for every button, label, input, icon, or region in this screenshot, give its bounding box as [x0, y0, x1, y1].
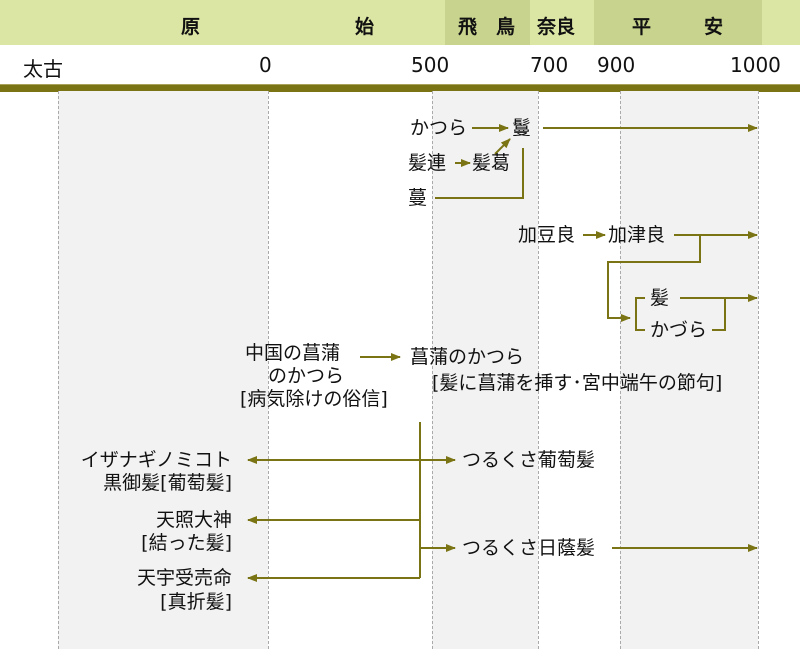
node-amaterasu-2: [結った髪]	[141, 532, 232, 554]
era-label: 飛 鳥	[458, 16, 516, 38]
era-band-nara	[530, 0, 594, 45]
node-hikage: つるくさ日蔭髪	[462, 537, 596, 559]
node-china-2: のかつら	[268, 365, 345, 387]
node-budou: つるくさ葡萄髪	[462, 449, 596, 471]
node-kazura-katsura: 髪葛	[472, 152, 511, 174]
node-tsuru: 蔓	[408, 187, 428, 209]
era-band-heian	[594, 0, 762, 45]
node-izanagi-2: 黒御髪[葡萄髪]	[103, 472, 232, 494]
era-label: 奈良	[537, 16, 576, 38]
node-kazura-c: かづら	[650, 319, 708, 341]
era-band-asuka	[445, 0, 530, 45]
column-shade	[432, 91, 538, 649]
node-shobu-1: 菖蒲のかつら	[410, 346, 525, 368]
node-uzume-1: 天宇受売命	[136, 567, 232, 589]
year-label: 900	[597, 53, 636, 77]
year-label: 太古	[23, 57, 63, 81]
era-label: 始	[355, 16, 375, 38]
node-shobu-2: [髪に菖蒲を挿す･宮中端午の節句]	[432, 372, 723, 394]
node-kami: 髪	[650, 287, 670, 309]
year-label: 0	[259, 53, 272, 77]
gridline	[58, 91, 59, 649]
node-izanagi-1: イザナギノミコト	[80, 449, 232, 471]
node-china-3: [病気除けの俗信]	[240, 388, 388, 410]
era-label: 平	[632, 16, 652, 38]
timeline-bar	[0, 84, 800, 92]
gridline	[758, 91, 759, 649]
node-china-1: 中国の菖蒲	[245, 342, 341, 364]
gridline	[432, 91, 433, 649]
gridline	[620, 91, 621, 649]
year-label: 500	[411, 53, 450, 77]
node-kazura: 鬘	[512, 117, 532, 139]
era-label: 原	[181, 16, 201, 38]
year-label: 700	[530, 53, 569, 77]
node-kazura-a: 加豆良	[518, 224, 576, 246]
node-uzume-2: [真折髪]	[160, 591, 232, 613]
era-band-genshi	[0, 0, 445, 45]
node-katsura: かつら	[410, 117, 468, 139]
node-amaterasu-1: 天照大神	[155, 509, 232, 531]
era-label: 安	[704, 16, 724, 38]
gridline	[268, 91, 269, 649]
era-band-end	[762, 0, 800, 45]
year-label: 1000	[730, 53, 781, 77]
column-shade	[620, 91, 758, 649]
gridline	[538, 91, 539, 649]
node-kazura-b: 加津良	[608, 224, 666, 246]
node-kazura-ren: 髪連	[408, 152, 447, 174]
column-shade	[58, 91, 268, 649]
